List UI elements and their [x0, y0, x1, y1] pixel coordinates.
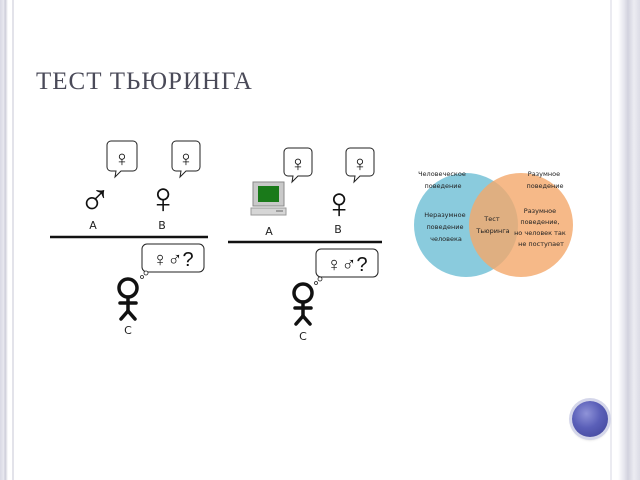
female-symbol-icon: ♀: [114, 146, 131, 171]
thought-bubble: ♀♂?: [140, 243, 205, 279]
female-person-icon: ♀: [323, 179, 356, 228]
computer-icon: [250, 181, 287, 216]
speech-bubble-b: ♀: [171, 140, 201, 179]
question-symbols: ♀♂?: [152, 249, 193, 271]
scene-right: ♀ ♀ ♀ A B ♀♂?: [228, 147, 382, 343]
question-symbols: ♀♂?: [326, 254, 367, 276]
venn-diagram: Человеческое поведение Разумное поведени…: [414, 170, 573, 277]
female-person-icon: ♀: [147, 174, 180, 223]
speech-bubble-b: ♀: [345, 147, 375, 184]
venn-region-unintelligent-human: Неразумное поведение человека: [424, 211, 468, 243]
venn-label-human: Человеческое поведение: [418, 170, 468, 190]
label-a: A: [89, 219, 97, 232]
slide-frame-right-line: [610, 0, 612, 480]
label-c: C: [299, 330, 307, 343]
venn-circle-intelligent: [469, 173, 573, 277]
slide-frame-right: [618, 0, 640, 480]
female-symbol-icon: ♀: [352, 151, 369, 176]
slide-nav-button[interactable]: [572, 401, 608, 437]
label-a: A: [265, 225, 273, 238]
label-c: C: [124, 324, 132, 337]
thought-bubble: ♀♂?: [314, 248, 379, 285]
female-symbol-icon: ♀: [178, 146, 195, 171]
slide-title: ТЕСТ ТЬЮРИНГА: [36, 68, 253, 95]
speech-bubble-a: ♀: [283, 147, 313, 184]
slide-frame-left-line: [12, 0, 14, 480]
interrogator-c-icon: [117, 277, 139, 321]
venn-label-intelligent: Разумное поведение: [526, 170, 563, 190]
venn-region-intelligent-nonhuman: Разумное поведение, но человек так не по…: [514, 207, 568, 248]
slide-frame-left: [0, 0, 8, 480]
label-b: B: [334, 223, 342, 236]
female-symbol-icon: ♀: [290, 151, 307, 176]
speech-bubble-a: ♀: [106, 140, 138, 179]
interrogator-c-icon: [292, 282, 314, 326]
male-person-icon: ♂: [79, 174, 112, 223]
venn-region-turing-test: Тест Тьюринга: [475, 215, 509, 235]
label-b: B: [158, 219, 166, 232]
scene-left: ♀ ♀ ♂ ♀ A B ♀♂?: [50, 140, 208, 337]
